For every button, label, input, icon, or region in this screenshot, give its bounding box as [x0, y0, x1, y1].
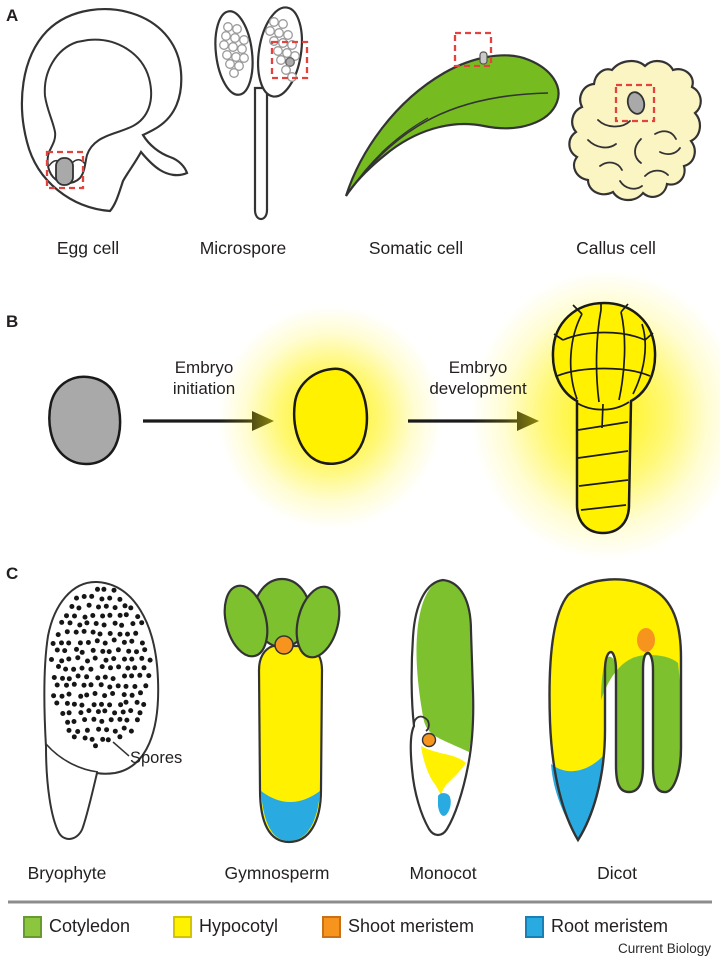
panel-label-b: B [6, 312, 19, 331]
initiated-embryo-figure [218, 305, 442, 529]
embryo-initiation-label: Embryo initiation [172, 358, 236, 398]
legend-item-root-meristem: Root meristem [525, 915, 668, 938]
spores-dots [49, 586, 153, 749]
cotyledon-swatch [23, 915, 42, 938]
legend-label: Shoot meristem [348, 916, 475, 936]
callus-cell-figure [568, 60, 702, 202]
spores-label: Spores [130, 749, 183, 767]
highlight-box [614, 83, 656, 123]
leaf-vein [347, 117, 429, 194]
gymnosperm-root-meristem [261, 791, 320, 841]
gymnosperm-cotyledon-left [223, 584, 269, 658]
leaf-midrib [348, 92, 549, 193]
dicot-figure [548, 578, 683, 843]
monocot-outline [409, 578, 475, 837]
figure-label-dicot: Dicot [597, 863, 637, 883]
figure-label-somatic-cell: Somatic cell [368, 238, 464, 258]
monocot-notch-line [413, 715, 430, 732]
panel-label-c: C [6, 564, 19, 583]
monocot-root-meristem [438, 793, 451, 816]
gymnosperm-shoot-meristem [274, 635, 294, 655]
callus-cell-shape [626, 91, 646, 115]
spores-pointer-line [112, 741, 130, 757]
legend-label: Cotyledon [49, 916, 131, 936]
figure-label-egg-cell: Egg cell [56, 238, 120, 258]
root-meristem-swatch [525, 915, 544, 938]
panel-label-a: A [6, 6, 19, 25]
embryo-cell-walls [553, 303, 654, 511]
gymnosperm-figure [223, 577, 341, 844]
embryo-development-label: Embryo development [429, 358, 527, 398]
gymnosperm-cotyledon-right [295, 585, 341, 659]
dicot-cotyledons [601, 653, 681, 793]
competent-cell-figure [48, 375, 122, 466]
egg-cell-figure [20, 8, 189, 213]
gray-cell-shape [48, 375, 122, 466]
initiated-cell-shape [293, 367, 369, 465]
ovule-inner-outline [43, 38, 153, 185]
monocot-figure [409, 578, 475, 837]
microspore-figure [214, 6, 309, 221]
legend-label: Root meristem [551, 916, 669, 936]
gymnosperm-outline [257, 644, 324, 844]
gymnosperm-hypocotyl [259, 646, 322, 842]
sporangium-outline [43, 580, 160, 840]
figure-label-monocot: Monocot [409, 863, 477, 883]
developed-embryo-figure [471, 270, 720, 560]
somatic-cell-figure [344, 31, 560, 197]
monocot-shoot-meristem [421, 732, 437, 748]
legend-item-shoot-meristem: Shoot meristem [322, 915, 474, 938]
embryo-body [551, 301, 657, 535]
highlight-box [453, 31, 493, 68]
highlight-box [270, 40, 309, 80]
shoot-meristem-swatch [322, 915, 341, 938]
dicot-shoot-meristem [637, 628, 655, 652]
callus-texture-lines [587, 119, 681, 190]
legend-label: Hypocotyl [199, 916, 279, 936]
journal-credit: Current Biology [617, 941, 711, 956]
figure-label-callus-cell: Callus cell [576, 238, 656, 258]
legend-item-cotyledon: Cotyledon [23, 915, 130, 938]
callus-shape [568, 60, 702, 202]
monocot-cotyledon [416, 580, 474, 752]
filament [253, 86, 269, 221]
monocot-hypocotyl [421, 746, 466, 796]
dicot-outline [548, 578, 683, 843]
leaf-shape [344, 54, 560, 197]
bryophyte-figure [43, 580, 160, 840]
hypocotyl-swatch [173, 915, 192, 938]
highlight-box [45, 150, 85, 190]
egg-cell-shape [55, 157, 74, 186]
figure-label-gymnosperm: Gymnosperm [224, 863, 330, 883]
figure-label-microspore: Microspore [199, 238, 287, 258]
spore-region-boundary [45, 743, 99, 773]
legend-item-hypocotyl: Hypocotyl [173, 915, 278, 938]
somatic-cell-shape [479, 51, 488, 65]
figure-label-bryophyte: Bryophyte [27, 863, 107, 883]
